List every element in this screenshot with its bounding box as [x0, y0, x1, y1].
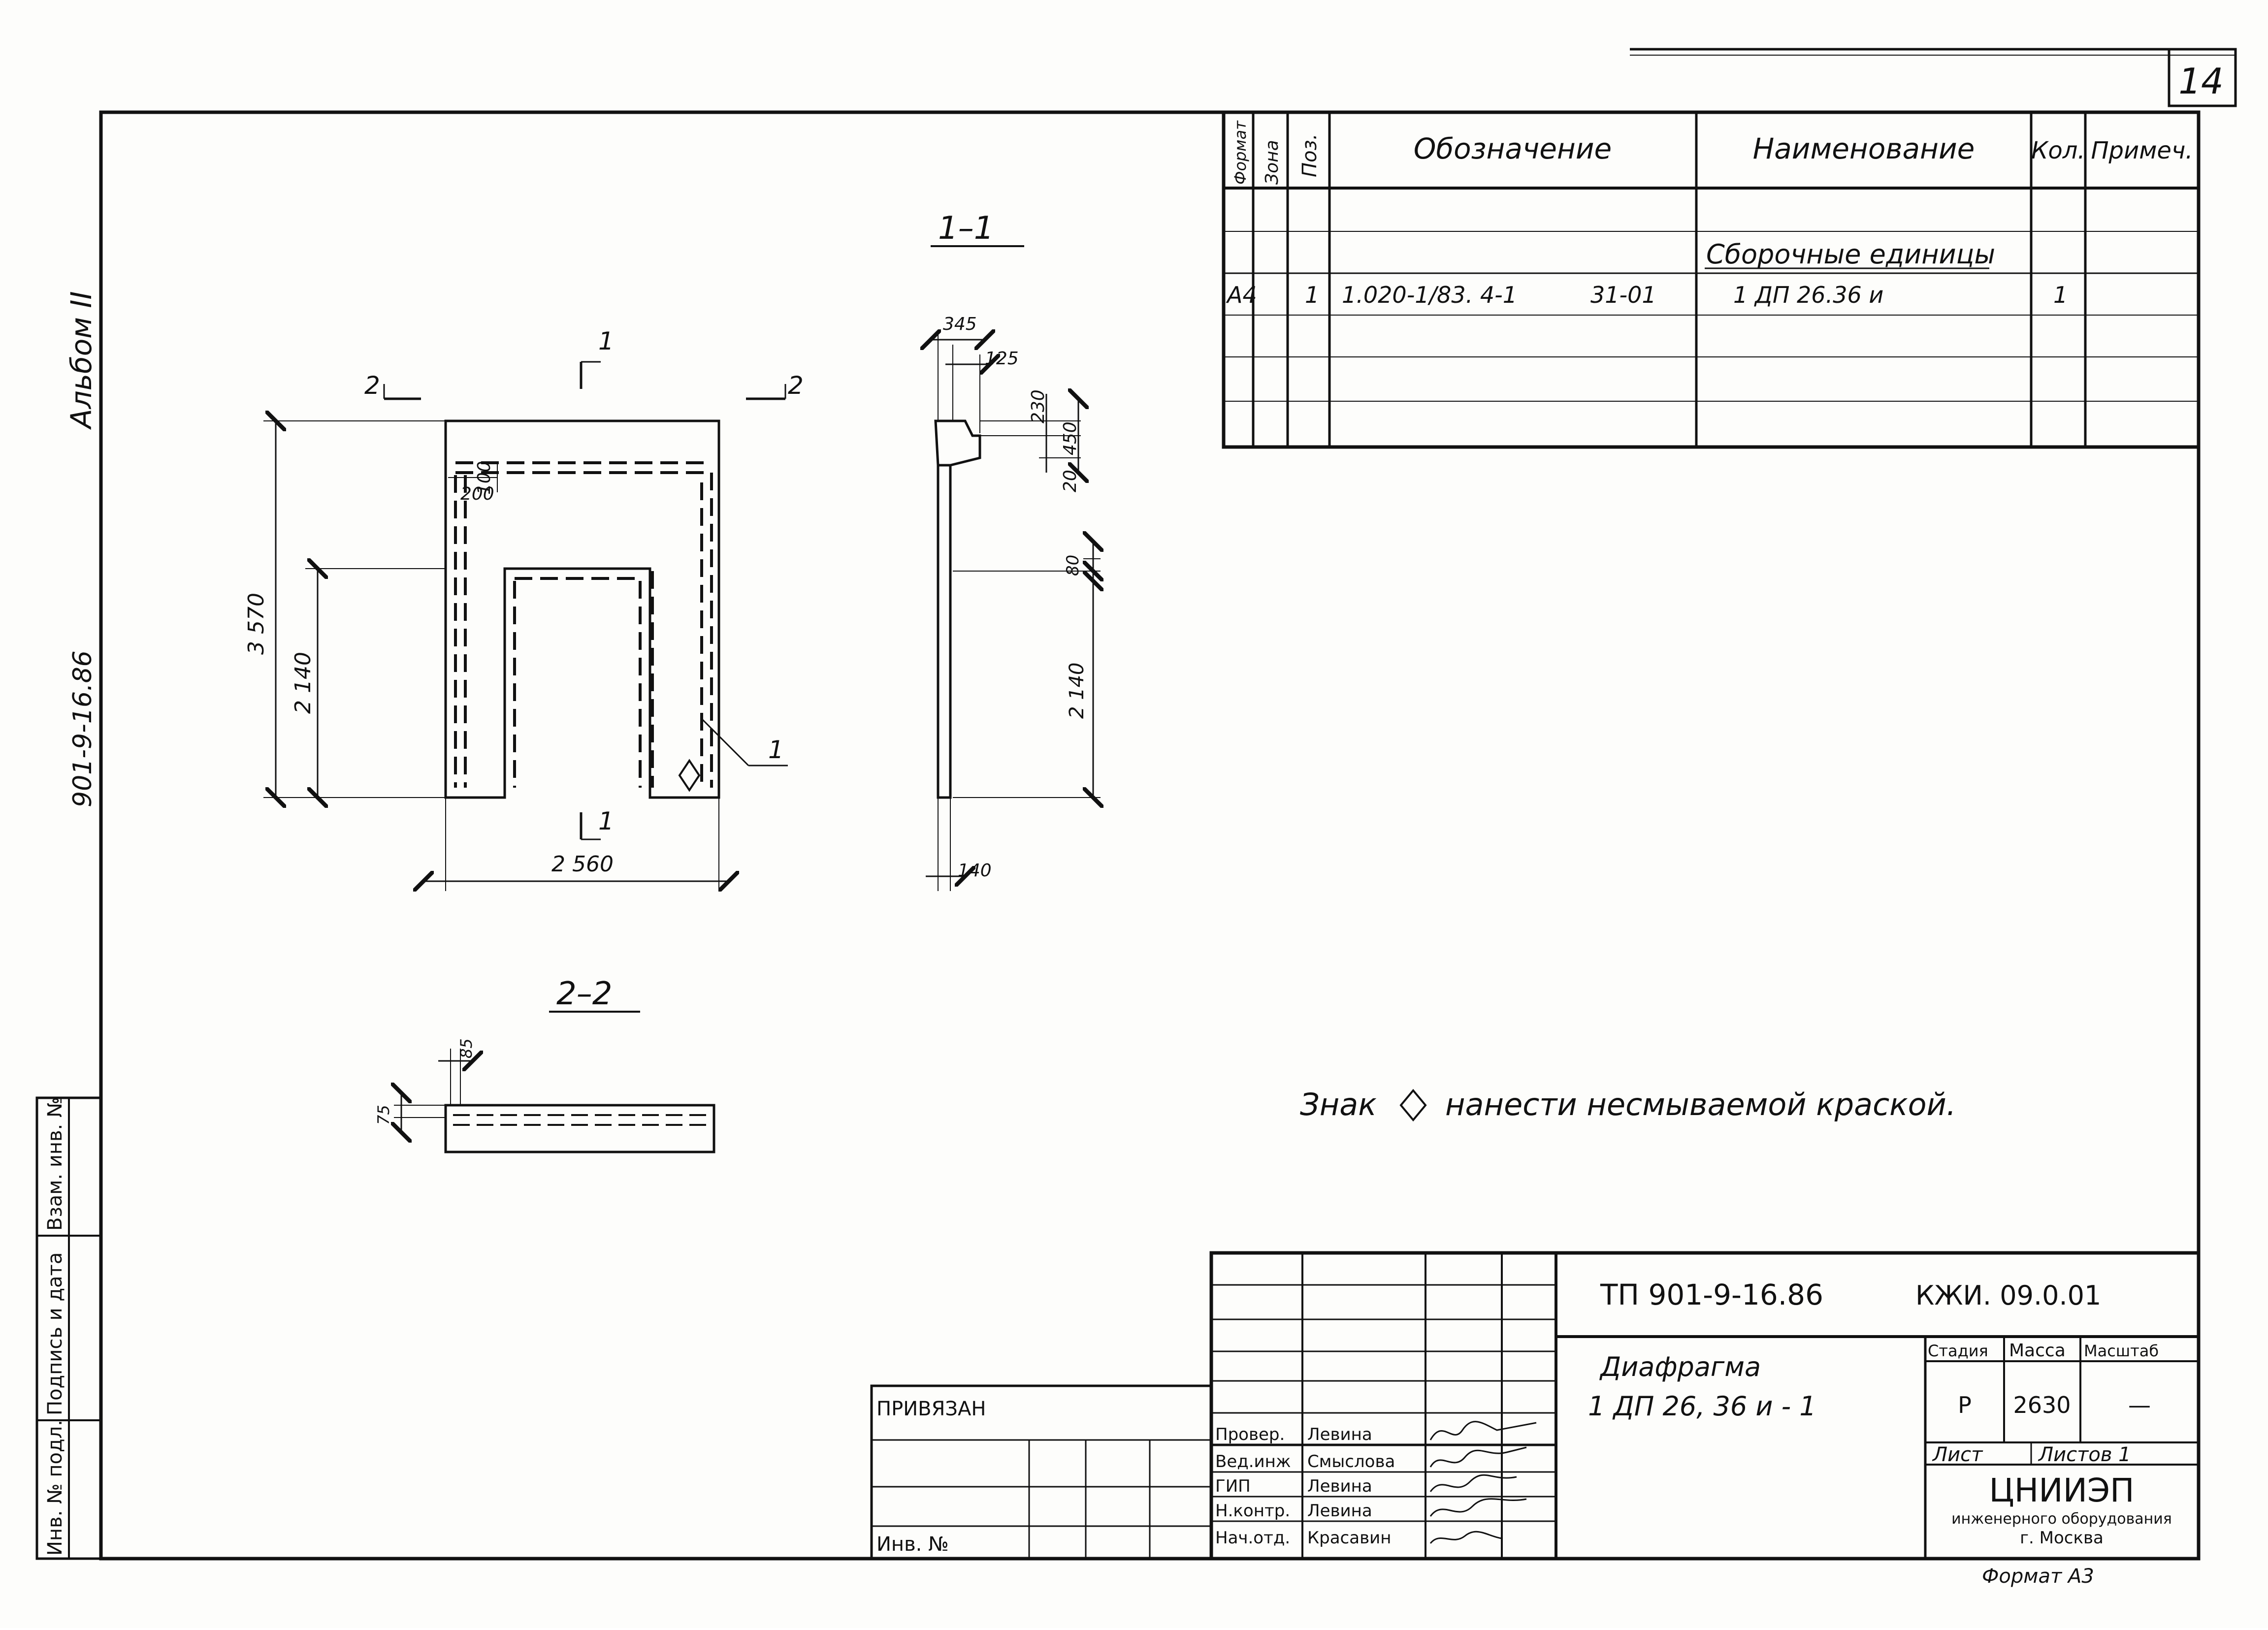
sheet-label: Лист [1932, 1443, 1983, 1466]
mass-label: Масса [2009, 1341, 2066, 1361]
spec-header-pos: Поз. [1298, 133, 1321, 177]
spec-header-note: Примеч. [2091, 137, 2193, 164]
org-name: ЦНИИЭП [1989, 1471, 2134, 1509]
cut-2-right: 2 [788, 371, 804, 400]
dim-140: 140 [958, 861, 992, 881]
project-number: ТП 901-9-16.86 [1600, 1278, 1823, 1311]
drawing-name-1: Диафрагма [1599, 1351, 1761, 1382]
spec-group-title: Сборочные единицы [1706, 239, 1995, 270]
dim-85: 85 [457, 1038, 476, 1058]
dim-100: 100 [474, 461, 494, 495]
note-prefix: Знак [1300, 1087, 1377, 1122]
scale-value: — [2128, 1392, 2151, 1418]
dim-75: 75 [374, 1105, 393, 1125]
spec-header-zone: Зона [1262, 140, 1282, 185]
scale-label: Масштаб [2084, 1342, 2159, 1360]
dim-20: 20 [1060, 470, 1080, 492]
cut-1-bottom: 1 [598, 807, 614, 835]
inv-no-label: Инв. № [876, 1533, 949, 1556]
sheets-label: Листов 1 [2038, 1443, 2131, 1466]
signatures [1429, 1421, 1537, 1544]
mark-diamond-icon [1399, 1088, 1427, 1122]
role-name: Красавин [1307, 1528, 1391, 1548]
mass-value: 2630 [2013, 1392, 2071, 1418]
dim-80: 80 [1063, 555, 1083, 576]
section-2-2-title: 2–2 [556, 976, 612, 1012]
stage-label: Стадия [1928, 1342, 1988, 1360]
side-code: 901-9-16.86 [68, 650, 97, 807]
document-code: КЖИ. 09.0.01 [1915, 1280, 2101, 1311]
side-stamp-inv: Инв. № подл. [44, 1420, 66, 1556]
side-stamp-replace: Взам. инв. № [44, 1097, 66, 1231]
spec-row-format: А4 [1226, 282, 1257, 308]
drawing-name-2: 1 ДП 26, 36 и - 1 [1588, 1391, 1816, 1422]
spec-row-pos: 1 [1305, 282, 1319, 308]
role-label: Нач.отд. [1215, 1528, 1290, 1548]
dim-450: 450 [1060, 421, 1080, 455]
dim-345: 345 [943, 314, 977, 334]
section-2-2 [394, 1049, 715, 1153]
cut-1-top: 1 [598, 327, 614, 355]
section-1-1 [926, 330, 1101, 891]
org-subtitle: инженерного оборудования [1951, 1510, 2172, 1528]
spec-row-qty: 1 [2053, 282, 2068, 308]
section-1-1-title: 1–1 [938, 210, 994, 247]
format-label: Формат А3 [1982, 1565, 2094, 1588]
dim-125: 125 [985, 349, 1019, 369]
album-label: Альбом II [65, 291, 98, 430]
sheet-number: 14 [2178, 61, 2224, 102]
dim-2140-section: 2 140 [1066, 662, 1088, 719]
org-city: г. Москва [2020, 1528, 2104, 1548]
dim-2140: 2 140 [291, 652, 316, 714]
cut-2-left: 2 [364, 371, 380, 400]
spec-header-designation: Обозначение [1414, 132, 1612, 165]
spec-row-designation-b: 31-01 [1590, 282, 1656, 308]
spec-header-qty: Кол. [2031, 137, 2085, 164]
roles-list: Провер. Левина Вед.инж Смыслова ГИП Леви… [1215, 1425, 1395, 1548]
role-name: Смыслова [1307, 1452, 1395, 1471]
role-name: Левина [1307, 1476, 1372, 1496]
role-name: Левина [1307, 1501, 1372, 1521]
role-label: Провер. [1215, 1425, 1285, 1444]
dim-230: 230 [1028, 389, 1048, 423]
spec-header-format: Формат [1231, 120, 1250, 185]
spec-row-designation-a: 1.020-1/83. 4-1 [1342, 282, 1517, 308]
sheet-frame [35, 48, 2237, 1561]
position-leader-1: 1 [768, 735, 784, 764]
role-label: Вед.инж [1215, 1452, 1291, 1471]
plan-view [263, 361, 788, 891]
dim-200: 200 [460, 484, 494, 504]
spec-row-name: 1 ДП 26.36 и [1733, 282, 1883, 308]
side-stamp-sign: Подпись и дата [44, 1252, 66, 1415]
dim-2560: 2 560 [551, 852, 614, 877]
spec-table [1222, 110, 2201, 449]
title-block [870, 1251, 2201, 1561]
note-text: нанести несмываемой краской. [1445, 1087, 1956, 1122]
dim-3570: 3 570 [244, 593, 269, 655]
role-label: ГИП [1215, 1476, 1251, 1496]
spec-header-name: Наименование [1753, 132, 1975, 165]
stage-value: Р [1958, 1392, 1972, 1418]
privyazan-label: ПРИВЯЗАН [876, 1398, 986, 1420]
role-label: Н.контр. [1215, 1501, 1290, 1521]
role-name: Левина [1307, 1425, 1372, 1444]
